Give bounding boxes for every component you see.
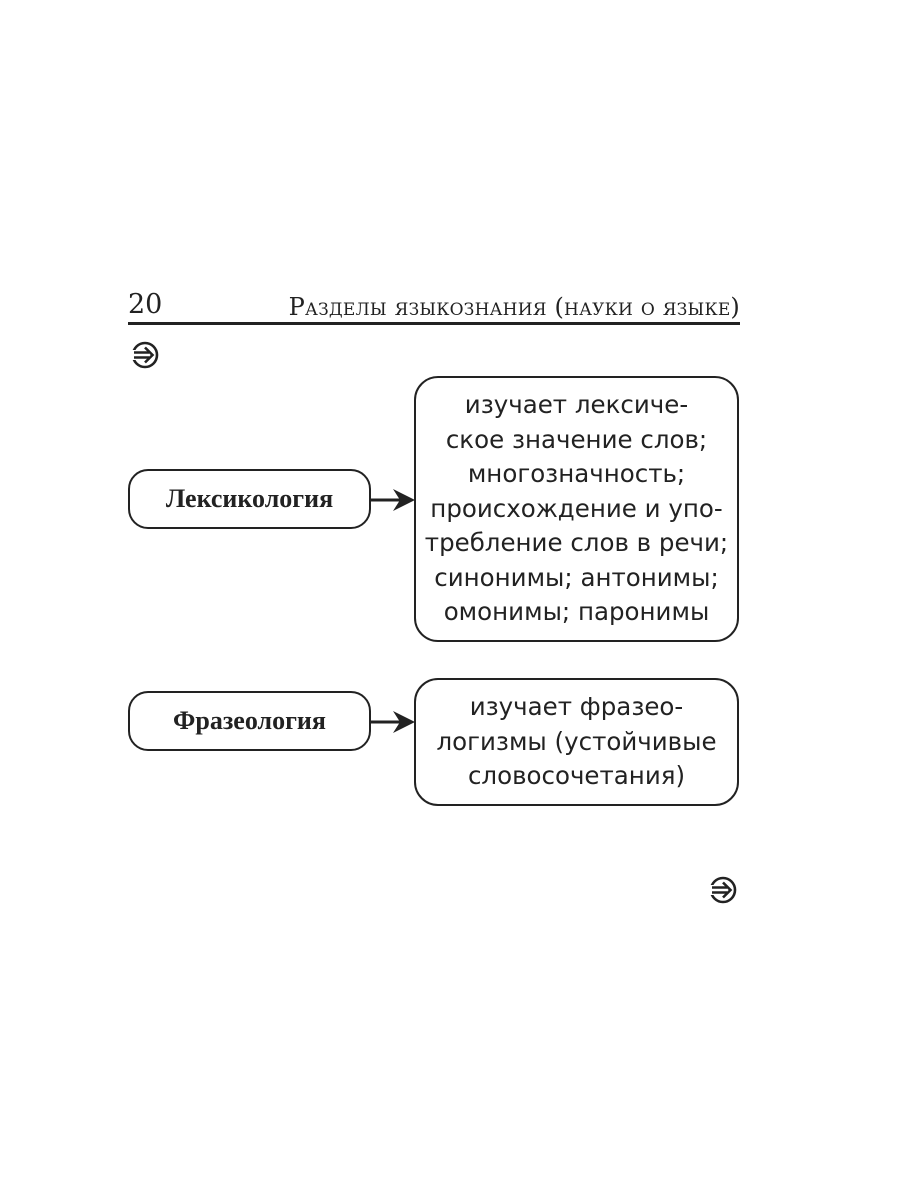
header-rule — [128, 322, 740, 325]
description-line: происхождение и упо- — [430, 493, 723, 523]
term-box-phraseology: Фразеология — [128, 691, 371, 751]
term-label: Лексикология — [165, 484, 334, 513]
description-line: ское значение слов; — [445, 424, 708, 454]
description-line: изучает лексиче- — [464, 390, 689, 420]
arrow-right-circle-icon — [709, 876, 737, 904]
description-text: изучает лексиче- ское значение слов; мно… — [425, 388, 728, 630]
description-box-phraseology: изучает фразео- логизмы (устойчивые слов… — [414, 678, 739, 806]
running-title: Разделы языкознания (науки о языке) — [288, 293, 740, 321]
description-line: синонимы; антонимы; — [434, 562, 719, 592]
description-line: требление слов в речи; — [424, 528, 729, 558]
arrow-right-icon — [371, 489, 415, 511]
description-line: изучает фразео- — [469, 692, 684, 722]
description-line: словосочетания) — [467, 761, 686, 791]
page-number: 20 — [128, 289, 163, 320]
arrow-right-circle-icon — [131, 341, 159, 369]
term-box-lexicology: Лексикология — [128, 469, 371, 529]
description-line: омонимы; паронимы — [443, 597, 710, 627]
arrow-right-icon — [371, 711, 415, 733]
description-line: многозначность; — [467, 459, 686, 489]
page-header: 20 Разделы языкознания (науки о языке) — [128, 288, 740, 328]
description-line: логизмы (устойчивые — [436, 726, 717, 756]
description-box-lexicology: изучает лексиче- ское значение слов; мно… — [414, 376, 739, 642]
description-text: изучает фразео- логизмы (устойчивые слов… — [436, 690, 716, 794]
term-label: Фразеология — [173, 706, 326, 735]
